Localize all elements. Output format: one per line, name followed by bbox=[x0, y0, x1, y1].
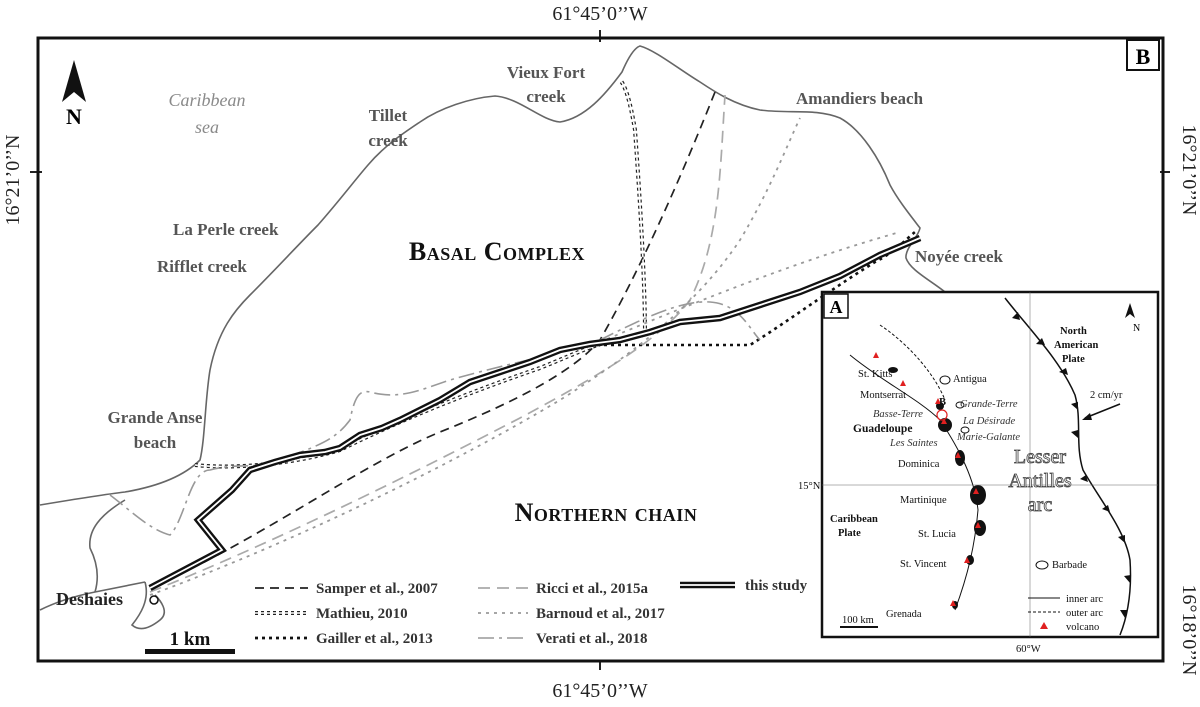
north-american-1: North bbox=[1060, 326, 1087, 337]
plate-rate-label: 2 cm/yr bbox=[1090, 390, 1123, 401]
deshaies-marker bbox=[149, 595, 159, 605]
panel-b-label: B bbox=[1136, 44, 1151, 69]
legend: Samper et al., 2007 Mathieu, 2010 Gaille… bbox=[255, 578, 808, 647]
boundary-verati-2018 bbox=[109, 301, 761, 536]
boundary-this-study-inner bbox=[149, 237, 921, 589]
volcano-markers bbox=[873, 352, 981, 606]
noyee-label: Noyée creek bbox=[915, 247, 1003, 266]
latitude-label-right-bottom: 16°18’0’’N bbox=[1178, 585, 1200, 676]
plate-boundary-teeth bbox=[1012, 312, 1131, 618]
grande-anse-label-1: Grande Anse bbox=[108, 408, 203, 427]
basal-complex-label: Basal Complex bbox=[409, 237, 585, 266]
coastline-deshaies bbox=[89, 499, 126, 593]
legend-label-ricci: Ricci et al., 2015a bbox=[536, 581, 649, 597]
study-area-marker bbox=[936, 409, 948, 421]
label-grenada: Grenada bbox=[886, 609, 922, 620]
arc-label-2: Antilles bbox=[1008, 470, 1072, 492]
label-marie-galante: Marie-Galante bbox=[956, 432, 1020, 443]
legend-label-verati: Verati et al., 2018 bbox=[536, 631, 648, 647]
outer-arc bbox=[879, 324, 946, 401]
deshaies-label: Deshaies bbox=[56, 589, 123, 609]
scale-bar bbox=[145, 649, 235, 654]
inset-lon-60: 60°W bbox=[1016, 644, 1041, 655]
arc-label-1: Lesser bbox=[1014, 446, 1067, 468]
legend-label-this-study: this study bbox=[745, 578, 808, 594]
coastline-deshaies-2 bbox=[130, 581, 165, 630]
label-st-lucia: St. Lucia bbox=[918, 529, 956, 540]
inset-legend-volcano: volcano bbox=[1066, 622, 1099, 633]
vieux-fort-label-2: creek bbox=[526, 87, 566, 106]
inset-label: A bbox=[830, 297, 843, 317]
boundary-samper-2007 bbox=[149, 91, 716, 589]
legend-label-mathieu: Mathieu, 2010 bbox=[316, 606, 408, 622]
inset-legend-inner: inner arc bbox=[1066, 594, 1103, 605]
tillet-label-1: Tillet bbox=[369, 106, 408, 125]
arc-label-3: arc bbox=[1028, 494, 1053, 516]
boundary-ricci-2015a bbox=[149, 94, 726, 593]
plate-motion-arrow bbox=[1084, 403, 1121, 419]
coastline bbox=[39, 45, 961, 506]
caribbean-plate-2: Plate bbox=[838, 528, 861, 539]
boundary-barnoud-2017 bbox=[149, 117, 801, 596]
inset-lat-15: 15°N bbox=[798, 481, 821, 492]
legend-label-gailler: Gailler et al., 2013 bbox=[316, 631, 433, 647]
grande-anse-label-2: beach bbox=[134, 433, 177, 452]
scale-bar-label: 1 km bbox=[170, 629, 211, 650]
label-st-vincent: St. Vincent bbox=[900, 559, 947, 570]
label-basse-terre: Basse-Terre bbox=[873, 409, 923, 420]
longitude-label-top: 61°45’0’’W bbox=[552, 3, 647, 25]
boundary-barnoud-2017-b bbox=[599, 231, 901, 343]
inset-scale-label: 100 km bbox=[842, 615, 874, 626]
caribbean-plate-1: Caribbean bbox=[830, 514, 878, 525]
northern-chain-label: Northern chain bbox=[515, 498, 698, 527]
tillet-label-2: creek bbox=[368, 131, 408, 150]
label-guadeloupe: Guadeloupe bbox=[853, 423, 912, 435]
rifflet-label: Rifflet creek bbox=[157, 257, 247, 276]
label-les-saintes: Les Saintes bbox=[889, 438, 938, 449]
legend-label-barnoud: Barnoud et al., 2017 bbox=[536, 606, 665, 622]
inset-frame bbox=[820, 290, 1160, 639]
label-grande-terre: Grande-Terre bbox=[960, 399, 1018, 410]
north-american-2: American bbox=[1054, 340, 1098, 351]
island-outlines bbox=[939, 375, 1049, 570]
label-st-kitts: St. Kitts bbox=[858, 369, 892, 380]
inset-north-label: N bbox=[1133, 323, 1140, 334]
panel-b-box bbox=[1126, 39, 1160, 71]
inset-north-arrow-icon bbox=[1125, 303, 1130, 318]
inset-legend-volcano-icon bbox=[1040, 622, 1048, 629]
inset-b-marker: B bbox=[939, 397, 946, 408]
latitude-label-left: 16°21’0’’N bbox=[2, 135, 24, 226]
north-arrow-icon bbox=[62, 60, 86, 102]
label-la-desirade: La Désirade bbox=[962, 416, 1016, 427]
longitude-label-bottom: 61°45’0’’W bbox=[552, 680, 647, 702]
label-barbade: Barbade bbox=[1052, 560, 1087, 571]
amandiers-label: Amandiers beach bbox=[796, 89, 924, 108]
inset-map-a: A N bbox=[798, 290, 1160, 655]
latitude-label-right-top: 16°21’0’’N bbox=[1178, 125, 1200, 216]
map-frame bbox=[36, 36, 1165, 663]
la-perle-label: La Perle creek bbox=[173, 220, 279, 239]
legend-label-samper: Samper et al., 2007 bbox=[316, 581, 438, 597]
north-label: N bbox=[66, 104, 82, 129]
inset-label-box bbox=[823, 293, 849, 319]
sea-label-line2: sea bbox=[195, 117, 219, 137]
sea-label-line1: Caribbean bbox=[168, 90, 245, 110]
label-dominica: Dominica bbox=[898, 459, 940, 470]
inset-legend-outer: outer arc bbox=[1066, 608, 1103, 619]
vieux-fort-label-1: Vieux Fort bbox=[507, 63, 586, 82]
label-antigua: Antigua bbox=[953, 374, 987, 385]
label-martinique: Martinique bbox=[900, 495, 947, 506]
label-montserrat: Montserrat bbox=[860, 390, 906, 401]
north-american-3: Plate bbox=[1062, 354, 1085, 365]
